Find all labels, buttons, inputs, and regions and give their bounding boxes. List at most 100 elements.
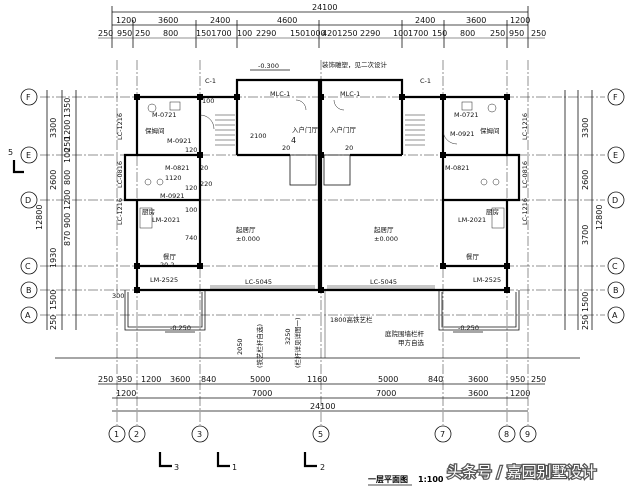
left-dim-7: 800: [63, 170, 72, 185]
room-living-left: 起居厅: [236, 226, 256, 234]
bottom-dim-5: 840: [201, 375, 216, 384]
left-dim-6: 2600: [49, 170, 58, 190]
top-sub-dim-3: 250: [135, 29, 150, 38]
axis-left-D: D: [25, 196, 31, 205]
dim-300: 300: [112, 292, 124, 300]
room-entry-left: 入户门厅: [292, 125, 319, 134]
top-sub-dim-2: 950: [117, 29, 132, 38]
note-top: 装饰雕塑，见二次设计: [322, 60, 388, 69]
tag-lm2021-right: LM-2021: [458, 216, 486, 224]
section-mark-2: 2: [320, 463, 325, 472]
section-mark-5: 5: [8, 148, 13, 157]
tag-m0921-left: M-0921: [167, 137, 192, 145]
left-dimensions: 3300 1350 1200 250 100 2600 800 1200 900…: [35, 98, 72, 330]
watermark-text: 头条号 / 嘉园别墅设计: [447, 463, 597, 481]
tag-lc1216-right-2: LC-1216: [521, 198, 529, 225]
dim-220: 220: [200, 180, 212, 188]
axis-left-A: A: [25, 311, 31, 320]
section-marks: 3 1 2: [158, 452, 325, 472]
axis-bottom-8: 8: [504, 430, 509, 439]
room-living-right: 起居厅: [374, 226, 394, 234]
bottom-dim-4: 3600: [170, 375, 190, 384]
bottom-dimensions: 250 950 1200 3600 840 5000 1160 5000 840…: [98, 375, 546, 412]
axis-bottom-5: 5: [318, 430, 323, 439]
level-bottom-right: -0.250: [458, 324, 479, 332]
axis-bottom-9: 9: [525, 430, 530, 439]
axis-right-C: C: [612, 262, 618, 271]
room-entry-right: 入户门厅: [330, 125, 357, 134]
axis-bottom-2: 2: [134, 430, 139, 439]
bottom-dim-6: 5000: [250, 375, 270, 384]
bottom-dim-9: 840: [428, 375, 443, 384]
tag-lc1216-left-2: LC-1216: [116, 198, 124, 225]
axis-left-E: E: [26, 151, 31, 160]
room-dining-left: 餐厅: [163, 252, 177, 261]
top-sub-dim-6: 100: [237, 29, 252, 38]
top-sub-dim-15: 250: [490, 29, 505, 38]
tag-m0921-right: M-0921: [450, 130, 475, 138]
top-dim-7: 1200: [510, 16, 530, 25]
room-labels: 保姆间 保姆间 入户门厅 入户门厅 厨房 厨房 起居厅 ±0.000 起居厅 ±…: [142, 125, 500, 261]
dim-100-a: 100: [202, 97, 214, 105]
top-dim-6: 3600: [466, 16, 486, 25]
note-vertical-1: (铁艺栏杆自选): [255, 324, 264, 368]
tag-lc1216-left: LC-1216: [116, 113, 124, 140]
bottom-dim-12: 250: [531, 375, 546, 384]
top-sub-dim-16: 950: [509, 29, 524, 38]
axis-bottom-1: 1: [114, 430, 119, 439]
note-rail: 1800高铁艺栏: [330, 315, 373, 324]
top-sub-dim-13: 150: [432, 29, 447, 38]
dim-2050: 2050: [236, 338, 244, 355]
room-bath-left: 保姆间: [145, 126, 165, 135]
bottom-dim-r2-5: 1200: [510, 389, 530, 398]
bottom-dim-r2-4: 3600: [468, 389, 488, 398]
left-dim-8: 1200: [63, 190, 72, 210]
bottom-dim-3: 1200: [141, 375, 161, 384]
right-dim-4: 1500: [581, 292, 590, 312]
axis-bottom-7: 7: [440, 430, 445, 439]
drawing-scale: 1:100: [418, 475, 444, 484]
bottom-dim-r2-1: 1200: [116, 389, 136, 398]
bottom-dim-8: 5000: [378, 375, 398, 384]
right-dim-1: 3300: [581, 118, 590, 138]
left-dim-11: 1930: [49, 248, 58, 268]
top-dim-2: 3600: [158, 16, 178, 25]
top-sub-dim-8: 1501000: [290, 29, 326, 38]
tag-lc5045-right: LC-5045: [370, 278, 397, 286]
dim-20-b: 20: [345, 144, 353, 152]
top-sub-dim-14: 800: [460, 29, 475, 38]
tag-mlc1-left: MLC-1: [270, 90, 290, 98]
dim-120-a: 120: [185, 146, 197, 154]
bottom-total-dim: 24100: [310, 402, 335, 411]
dim-120-b: 120: [185, 184, 197, 192]
tag-lm2525-left: LM-2525: [150, 276, 178, 284]
axis-right-E: E: [613, 151, 618, 160]
top-dim-3: 2400: [210, 16, 230, 25]
top-dim-1: 1200: [116, 16, 136, 25]
top-sub-dim-1: 250: [98, 29, 113, 38]
bottom-dim-r2-2: 7000: [252, 389, 272, 398]
room-living-right-level: ±0.000: [374, 235, 398, 243]
tag-m0821-right: M-0821: [445, 164, 470, 172]
section-mark-3: 3: [174, 463, 179, 472]
drawing-title-block: 一层平面图 1:100: [368, 475, 444, 486]
tag-m0921-left-2: M-0921: [160, 192, 185, 200]
top-sub-dim-5: 1501700: [196, 29, 232, 38]
left-dim-4: 250: [63, 137, 72, 152]
room-dining-right: 餐厅: [466, 252, 480, 261]
left-dim-3: 1200: [63, 120, 72, 140]
bottom-dim-1: 250: [98, 375, 113, 384]
bottom-dim-r2-3: 7000: [376, 389, 396, 398]
right-dim-5: 250: [581, 315, 590, 330]
top-sub-dim-7: 2290: [256, 29, 276, 38]
top-sub-dim-17: 250: [531, 29, 546, 38]
top-dim-4: 4600: [277, 16, 297, 25]
room-living-left-level: ±0.000: [236, 235, 260, 243]
left-dim-13: 250: [49, 315, 58, 330]
section-mark-1: 1: [232, 463, 237, 472]
dim-2100: 2100: [250, 132, 267, 140]
top-total-dim: 24100: [312, 3, 337, 12]
left-dim-10: 870: [63, 231, 72, 246]
right-axes: F E D C B A 3300 2600 3700 1500 250 1280…: [564, 88, 625, 330]
